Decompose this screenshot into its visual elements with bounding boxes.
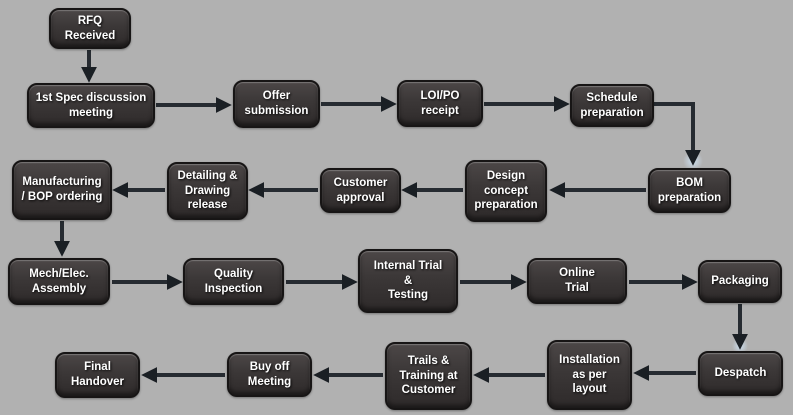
- node-bom-preparation: BOM preparation: [648, 168, 731, 213]
- node-online-trial: Online Trial: [527, 258, 627, 304]
- node-buy-off-meeting: Buy off Meeting: [227, 352, 312, 397]
- node-packaging: Packaging: [698, 260, 782, 303]
- node-final-handover: Final Handover: [55, 352, 140, 398]
- node-label: LOI/PO receipt: [420, 89, 460, 117]
- node-label: Trails & Training at Customer: [399, 354, 458, 397]
- node-label: Offer submission: [244, 90, 309, 117]
- node-label: Buy off Meeting: [247, 360, 292, 388]
- node-customer-approval: Customer approval: [320, 168, 401, 213]
- node-label: Customer approval: [333, 176, 388, 204]
- node-label: Detailing & Drawing release: [177, 169, 238, 212]
- node-label: Design concept preparation: [474, 169, 538, 212]
- node-rfq-received: RFQ Received: [49, 8, 131, 49]
- node-manufacturing-bop-ordering: Manufacturing / BOP ordering: [12, 160, 112, 220]
- node-label: Mech/Elec. Assembly: [29, 267, 89, 295]
- node-internal-trial-testing: Internal Trial & Testing: [358, 249, 458, 313]
- node-spec-discussion-meeting: 1st Spec discussion meeting: [27, 83, 155, 128]
- node-label: RFQ Received: [64, 14, 116, 42]
- node-mech-elec-assembly: Mech/Elec. Assembly: [8, 258, 110, 305]
- node-design-concept-preparation: Design concept preparation: [465, 160, 547, 222]
- node-detailing-drawing-release: Detailing & Drawing release: [167, 162, 248, 220]
- node-label: Despatch: [714, 367, 767, 380]
- node-trails-training-at-customer: Trails & Training at Customer: [385, 342, 472, 410]
- node-label: Final Handover: [70, 361, 125, 388]
- node-label: Internal Trial & Testing: [373, 259, 443, 302]
- node-label: Quality Inspection: [204, 267, 263, 295]
- node-installation-as-per-layout: Installation as per layout: [547, 340, 632, 410]
- node-schedule-preparation: Schedule preparation: [570, 84, 654, 127]
- node-label: Manufacturing / BOP ordering: [21, 176, 103, 203]
- node-label: Schedule preparation: [580, 91, 644, 119]
- node-loi-po-receipt: LOI/PO receipt: [397, 80, 483, 127]
- arrow-schedule-to-bom-elbow: [654, 102, 701, 166]
- node-label: Installation as per layout: [559, 353, 620, 396]
- node-label: BOM preparation: [657, 176, 722, 204]
- node-despatch: Despatch: [698, 351, 783, 396]
- node-label: Packaging: [711, 275, 769, 288]
- node-quality-inspection: Quality Inspection: [183, 258, 284, 305]
- node-label: Online Trial: [559, 267, 595, 294]
- node-offer-submission: Offer submission: [233, 80, 320, 128]
- node-label: 1st Spec discussion meeting: [35, 91, 147, 119]
